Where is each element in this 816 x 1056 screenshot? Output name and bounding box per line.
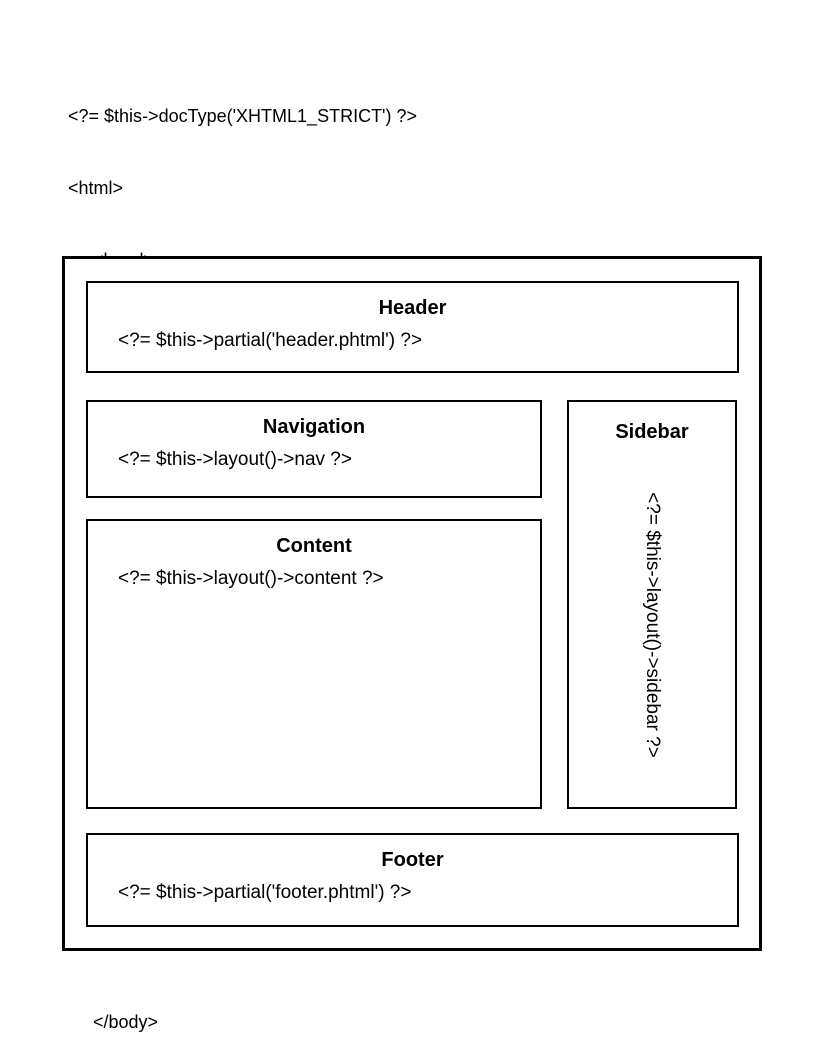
- content-box-title: Content: [276, 535, 352, 557]
- sidebar-box-title: Sidebar: [615, 421, 689, 443]
- navigation-box-code: <?= $this->layout()->nav ?>: [118, 449, 352, 470]
- navigation-box: Navigation <?= $this->layout()->nav ?>: [86, 400, 542, 498]
- sidebar-box: Sidebar <?= $this->layout()->sidebar ?>: [567, 400, 737, 809]
- body-layout-box: Header <?= $this->partial('header.phtml'…: [62, 256, 762, 951]
- header-box-code: <?= $this->partial('header.phtml') ?>: [118, 330, 423, 351]
- footer-box-code: <?= $this->partial('footer.phtml') ?>: [118, 882, 412, 903]
- header-box: Header <?= $this->partial('header.phtml'…: [86, 281, 739, 373]
- header-box-title: Header: [378, 297, 447, 319]
- code-line-html-open: <html>: [68, 178, 124, 198]
- sidebar-box-code-vertical: <?= $this->layout()->sidebar ?>: [642, 491, 663, 758]
- code-line-doctype: <?= $this->docType('XHTML1_STRICT') ?>: [68, 106, 418, 126]
- layout-script-closing-code: </body> </html>: [68, 960, 158, 1056]
- footer-box-title: Footer: [381, 849, 444, 871]
- content-box-code: <?= $this->layout()->content ?>: [118, 568, 384, 589]
- footer-box: Footer <?= $this->partial('footer.phtml'…: [86, 833, 739, 927]
- navigation-box-title: Navigation: [262, 416, 366, 438]
- code-line-body-close: </body>: [68, 1012, 159, 1032]
- content-box: Content <?= $this->layout()->content ?>: [86, 519, 542, 809]
